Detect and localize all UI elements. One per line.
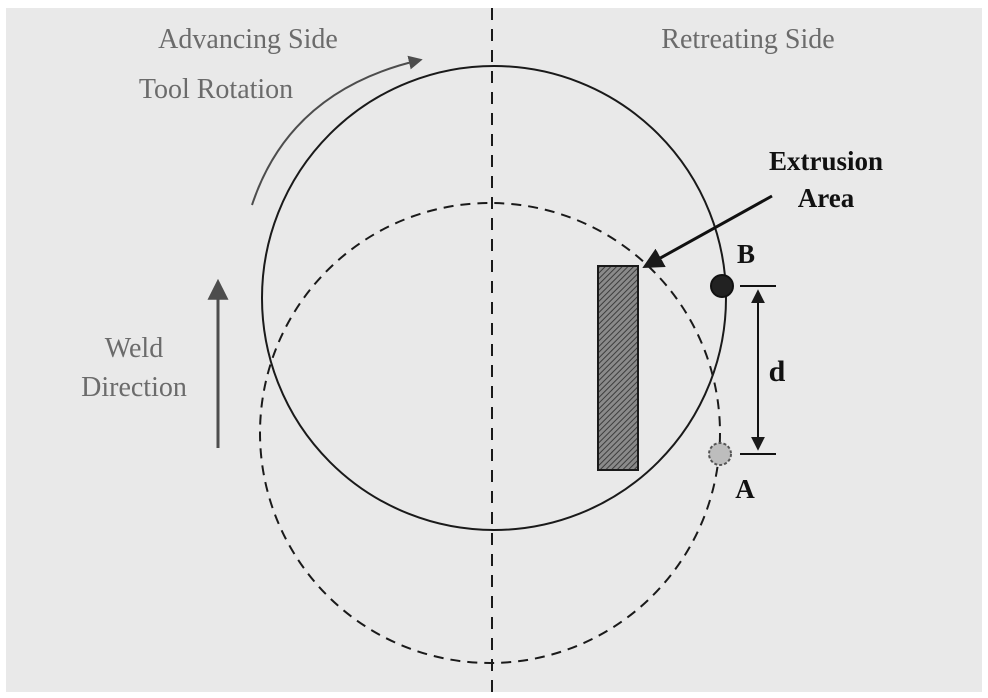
point-b-marker bbox=[710, 274, 734, 298]
distance-label: d bbox=[769, 355, 786, 388]
advancing-side-label: Advancing Side bbox=[158, 24, 338, 55]
point-b-label: B bbox=[737, 239, 755, 269]
weld-direction-line1: Weld bbox=[105, 333, 163, 364]
diagram-background bbox=[6, 8, 982, 692]
tool-rotation-label: Tool Rotation bbox=[139, 74, 293, 105]
retreating-side-label: Retreating Side bbox=[661, 24, 834, 55]
extrusion-area-block bbox=[597, 265, 639, 471]
point-a-label: A bbox=[735, 474, 755, 504]
tool-circle-previous bbox=[259, 202, 721, 664]
extrusion-label-line1: Extrusion bbox=[769, 146, 883, 176]
extrusion-label-line2: Area bbox=[798, 183, 855, 213]
tool-circle-current bbox=[261, 65, 727, 531]
extrusion-pointer-arrow bbox=[642, 194, 773, 269]
weld-direction-line2: Direction bbox=[81, 372, 187, 403]
point-a-marker bbox=[708, 442, 732, 466]
rotation-arrow-icon bbox=[251, 55, 423, 206]
